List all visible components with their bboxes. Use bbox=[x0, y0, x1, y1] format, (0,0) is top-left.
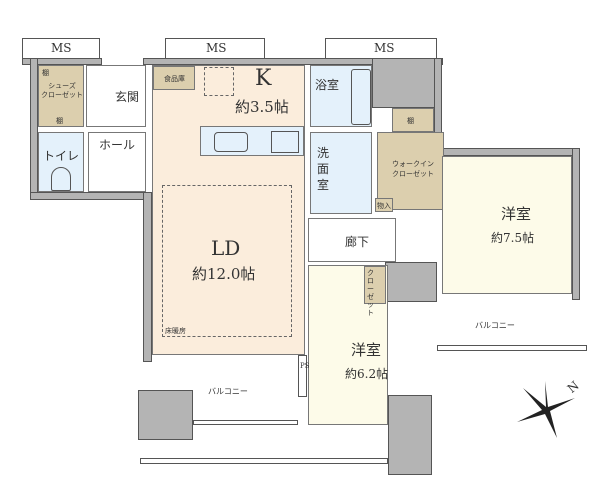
wall bbox=[385, 262, 437, 302]
entrance-label: 玄関 bbox=[115, 90, 140, 104]
balcony-left-label: バルコニー bbox=[208, 387, 248, 396]
ms-right: MS bbox=[325, 38, 437, 60]
pantry: 食品庫 bbox=[153, 66, 195, 90]
bathroom: 浴室 bbox=[310, 65, 372, 127]
walk-in-closet-label: ウォークイン クローゼット bbox=[392, 160, 434, 178]
balcony-right-label: バルコニー bbox=[475, 321, 515, 330]
western-room-1-label: 洋室 bbox=[501, 205, 532, 223]
western-room-1: 洋室 約7.5帖 bbox=[442, 156, 572, 294]
floor-heating-label: 床暖房 bbox=[165, 327, 186, 335]
wall bbox=[30, 192, 150, 200]
shelf-label: 棚 bbox=[407, 117, 414, 125]
balcony-railing bbox=[193, 420, 298, 425]
pantry-label: 食品庫 bbox=[164, 75, 185, 83]
wall bbox=[30, 58, 38, 200]
living-dining-label: LD bbox=[211, 236, 241, 260]
sink-icon bbox=[214, 132, 248, 152]
washroom: 洗面室 bbox=[310, 132, 372, 214]
wall bbox=[138, 390, 193, 440]
toilet: トイレ bbox=[38, 132, 84, 192]
ms-right-label: MS bbox=[374, 41, 395, 55]
pipe-space: PS bbox=[298, 355, 310, 397]
balcony-railing bbox=[140, 458, 388, 464]
ms-center: MS bbox=[165, 38, 265, 60]
wall bbox=[22, 58, 102, 65]
toilet-label: トイレ bbox=[43, 149, 80, 163]
hall-label: ホール bbox=[99, 138, 136, 152]
pipe-space-label: PS bbox=[300, 362, 310, 370]
bathtub-icon bbox=[351, 69, 371, 125]
western-room-2-size: 約6.2帖 bbox=[345, 367, 389, 381]
kitchen-counter bbox=[200, 126, 304, 156]
wall bbox=[143, 192, 152, 362]
entrance: 玄関 bbox=[86, 65, 146, 127]
kitchen-size: 約3.5帖 bbox=[235, 98, 289, 116]
compass-icon bbox=[517, 381, 575, 438]
ms-left: MS bbox=[22, 38, 100, 60]
living-dining-size: 約12.0帖 bbox=[192, 265, 256, 283]
balcony-right: バルコニー bbox=[440, 300, 576, 345]
shoes-closet-label: シューズ クローゼット bbox=[41, 82, 83, 99]
western-room-2-label: 洋室 bbox=[351, 341, 382, 359]
western-room-2: 洋室 約6.2帖 bbox=[308, 265, 388, 425]
floor-heating-area: 床暖房 bbox=[162, 185, 292, 337]
balcony-railing bbox=[437, 345, 587, 351]
stove-icon bbox=[271, 131, 299, 153]
wall bbox=[388, 395, 432, 475]
walk-in-closet: ウォークイン クローゼット bbox=[377, 132, 444, 210]
closet-small: クローゼット bbox=[364, 266, 386, 317]
kitchen-label: K bbox=[255, 66, 272, 91]
ms-left-label: MS bbox=[51, 41, 72, 55]
wic-shelf: 棚 bbox=[392, 108, 434, 132]
toilet-icon bbox=[51, 167, 71, 191]
ms-center-label: MS bbox=[206, 41, 227, 55]
washroom-label: 洗面室 bbox=[317, 146, 330, 192]
shelf-label: 棚 bbox=[56, 117, 63, 125]
wall bbox=[434, 148, 579, 156]
storage-label: 物入 bbox=[377, 202, 391, 210]
bathroom-label: 浴室 bbox=[315, 78, 340, 92]
hall: ホール bbox=[88, 132, 146, 192]
balcony-left: バルコニー bbox=[148, 366, 298, 426]
wall bbox=[143, 58, 443, 65]
living-dining-kitchen bbox=[152, 65, 305, 355]
shoes-closet: 棚 シューズ クローゼット 棚 bbox=[38, 65, 84, 127]
closet-small-label: クローゼット bbox=[367, 269, 374, 317]
wall bbox=[372, 58, 442, 108]
fridge-space bbox=[204, 67, 234, 96]
shelf-label: 棚 bbox=[42, 69, 49, 77]
corridor-label: 廊下 bbox=[345, 235, 370, 249]
western-room-1-size: 約7.5帖 bbox=[491, 231, 535, 245]
corridor: 廊下 bbox=[308, 218, 396, 262]
storage: 物入 bbox=[375, 198, 393, 212]
wall bbox=[572, 148, 580, 300]
